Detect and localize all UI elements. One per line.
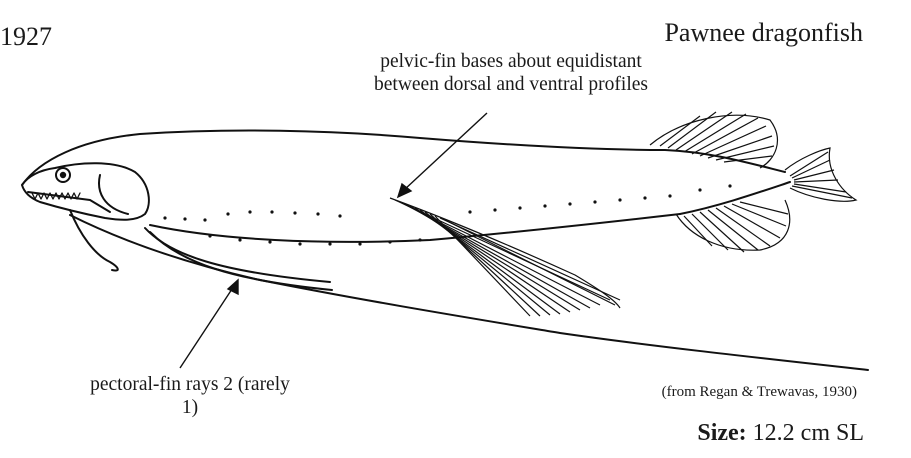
size-line: Size: 12.2 cm SL — [697, 420, 864, 447]
eye — [55, 167, 71, 183]
source-credit: (from Regan & Trewavas, 1930) — [661, 384, 857, 400]
pelvic-fin — [389, 197, 621, 317]
anal-fin — [675, 199, 791, 253]
pelvic-fin-annotation: pelvic-fin bases about equidistant betwe… — [374, 51, 648, 95]
head-outline — [21, 162, 150, 221]
size-label: Size: — [697, 420, 747, 446]
barbel — [69, 209, 119, 272]
dorsal-profile — [21, 129, 786, 186]
pectoral-fin-annotation: pectoral-fin rays 2 (rarely 1) — [90, 374, 290, 418]
pectoral-fin-ray — [149, 231, 333, 291]
photophore-row — [163, 184, 732, 246]
dorsal-fin — [649, 111, 779, 169]
common-name-title: Pawnee dragonfish — [664, 18, 863, 47]
caudal-fin — [784, 147, 858, 202]
ventral-profile — [69, 214, 869, 371]
annotation-arrows — [179, 112, 488, 369]
year-label: 1927 — [0, 22, 52, 51]
size-value: 12.2 cm SL — [752, 420, 864, 446]
